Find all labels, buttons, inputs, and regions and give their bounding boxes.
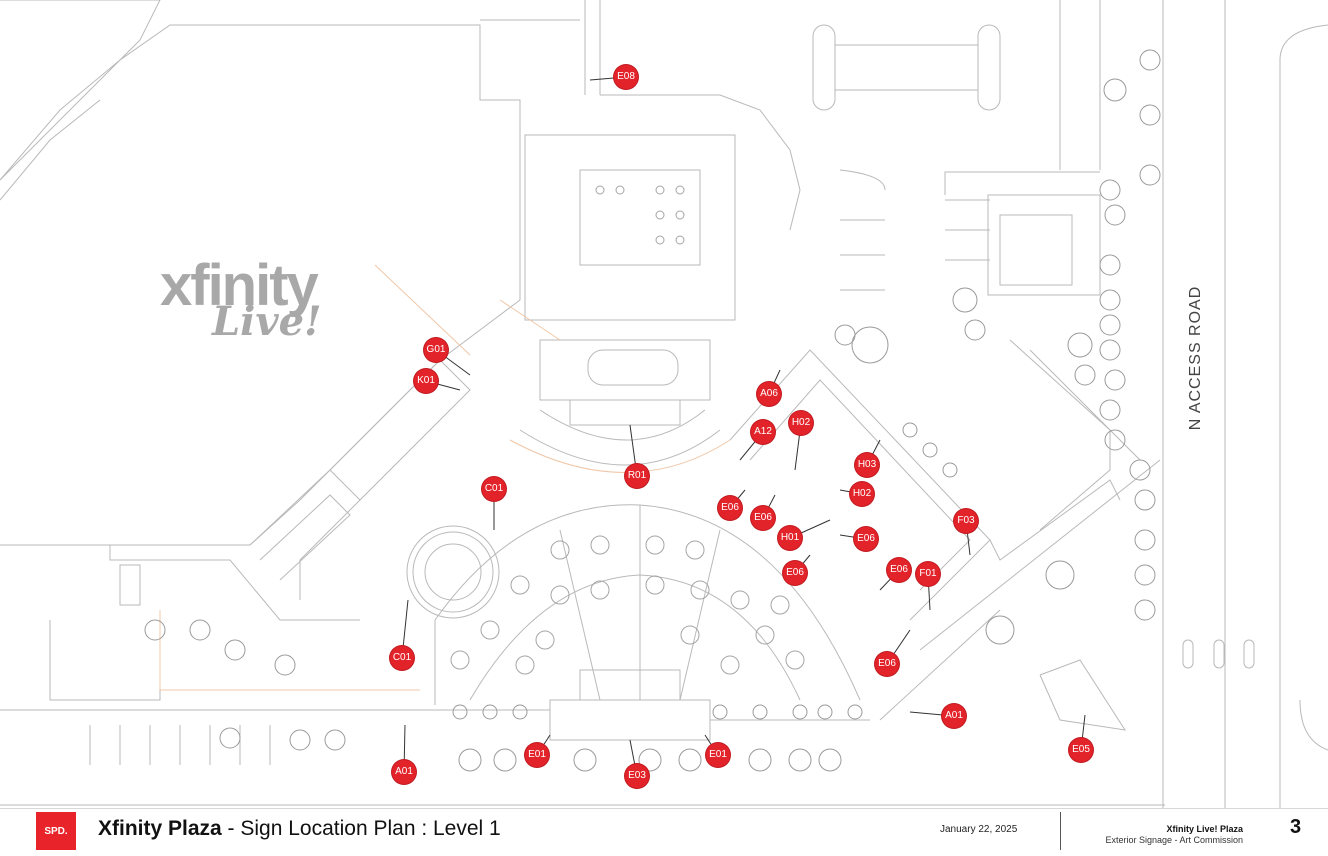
sign-marker-e03[interactable]: E03 — [625, 764, 649, 788]
sign-marker-h03[interactable]: H03 — [855, 453, 879, 477]
sign-marker-a01[interactable]: A01 — [942, 704, 966, 728]
title-block — [0, 808, 1328, 856]
sign-marker-a06[interactable]: A06 — [757, 382, 781, 406]
divider — [1060, 812, 1061, 850]
sign-marker-e06[interactable]: E06 — [887, 558, 911, 582]
page-title: Xfinity Plaza - Sign Location Plan : Lev… — [98, 817, 501, 841]
sign-marker-c01-b[interactable]: C01 — [390, 646, 414, 670]
sign-marker-f01[interactable]: F01 — [916, 562, 940, 586]
sign-marker-e06[interactable]: E06 — [751, 506, 775, 530]
sign-marker-a12[interactable]: A12 — [751, 420, 775, 444]
project-subtitle: Exterior Signage - Art Commission — [1105, 835, 1243, 845]
sign-marker-f03[interactable]: F03 — [954, 509, 978, 533]
sign-marker-e06[interactable]: E06 — [783, 561, 807, 585]
road-label: N ACCESS ROAD — [1187, 285, 1204, 431]
sign-marker-k01[interactable]: K01 — [414, 369, 438, 393]
sign-marker-h02[interactable]: H02 — [789, 411, 813, 435]
live-logo-text: Live! — [212, 298, 322, 345]
sign-marker-e06[interactable]: E06 — [854, 527, 878, 551]
xfinity-logo-text: xfinity — [160, 253, 319, 318]
sign-marker-e01-b[interactable]: E01 — [706, 743, 730, 767]
sign-marker-g01[interactable]: G01 — [424, 338, 448, 362]
sign-marker-a01-b[interactable]: A01 — [392, 760, 416, 784]
page-title-rest: - Sign Location Plan : Level 1 — [221, 817, 501, 840]
page-number: 3 — [1290, 816, 1302, 838]
page-title-bold: Xfinity Plaza — [98, 817, 222, 840]
sign-marker-e06[interactable]: E06 — [875, 652, 899, 676]
project-name: Xfinity Live! Plaza — [1166, 824, 1243, 834]
sign-marker-c01[interactable]: C01 — [482, 477, 506, 501]
floor-plan-drawing — [0, 0, 1328, 808]
date-label: January 22, 2025 — [940, 824, 1018, 835]
sign-marker-e01[interactable]: E01 — [525, 743, 549, 767]
sign-marker-e06[interactable]: E06 — [718, 496, 742, 520]
sign-marker-h02-b[interactable]: H02 — [850, 482, 874, 506]
sign-marker-e08[interactable]: E08 — [614, 65, 638, 89]
sign-marker-h01[interactable]: H01 — [778, 526, 802, 550]
sign-marker-r01[interactable]: R01 — [625, 464, 649, 488]
spd-logo: SPD. — [36, 812, 76, 850]
sign-marker-e05[interactable]: E05 — [1069, 738, 1093, 762]
